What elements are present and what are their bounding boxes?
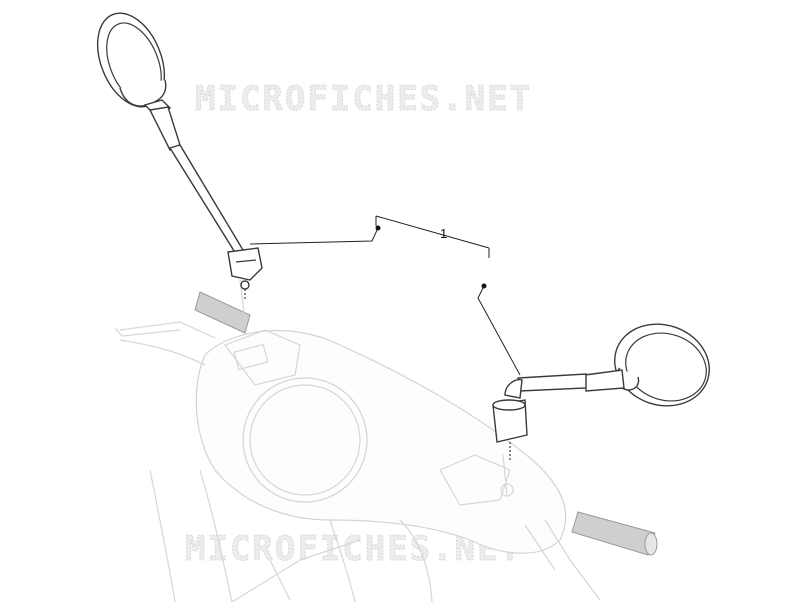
scooter-body-outline	[114, 279, 658, 602]
right-mirror-head	[614, 323, 710, 407]
left-grip	[194, 291, 251, 334]
callout-label: 1	[440, 226, 447, 241]
left-mirror	[96, 12, 263, 300]
right-mirror-neck	[584, 369, 625, 392]
callout-dot-left	[375, 225, 381, 231]
right-mirror-stem	[517, 373, 587, 392]
left-mirror-mount	[227, 247, 263, 281]
left-mirror-stem	[168, 144, 244, 255]
headlamp-outline	[242, 377, 368, 503]
watermark-top: MICROFICHES.NET	[195, 79, 532, 119]
right-grip	[571, 511, 656, 556]
right-mirror	[492, 323, 710, 460]
callout-1: 1	[249, 215, 521, 376]
